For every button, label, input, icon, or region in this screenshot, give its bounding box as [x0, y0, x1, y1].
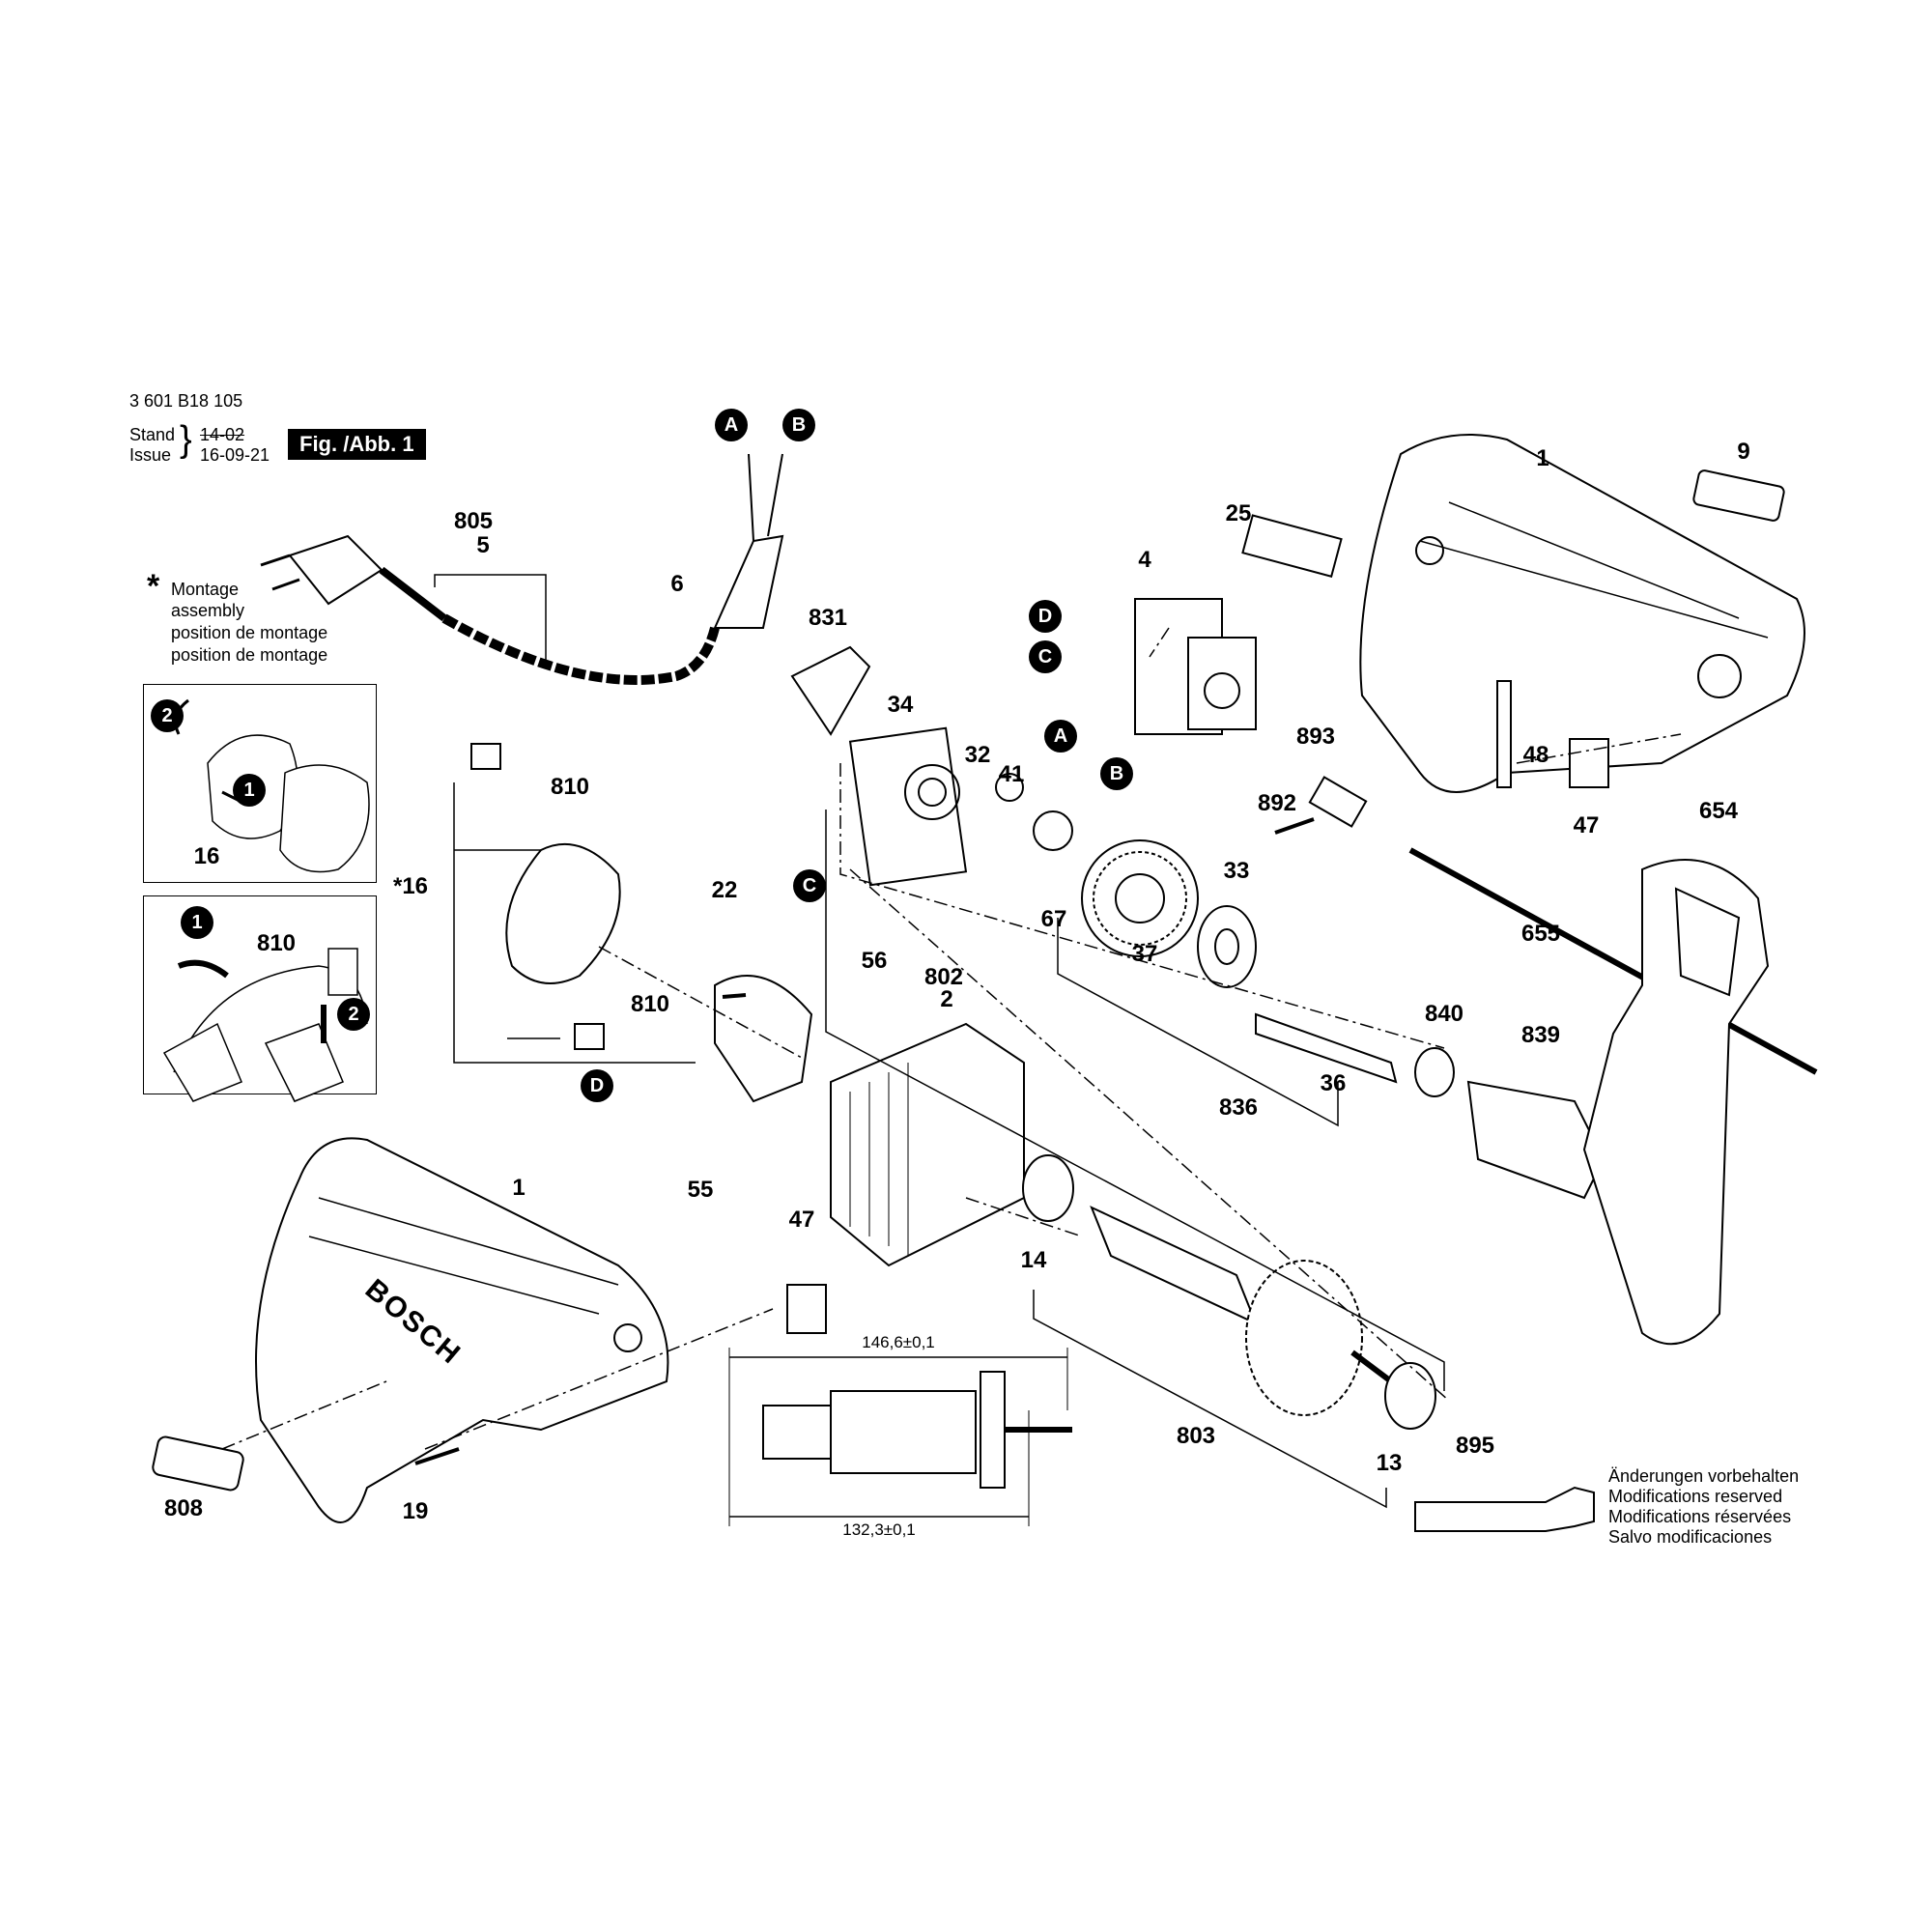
auxiliary-handle	[1408, 847, 1818, 1346]
part-number-label: 810	[630, 991, 670, 1017]
part-number-label: 892	[1257, 790, 1297, 816]
part-number-label: 25	[1225, 500, 1252, 526]
part-number-label: 2	[940, 986, 953, 1012]
part-number-label: 48	[1522, 742, 1549, 768]
note-line: Montage	[171, 580, 240, 599]
document-number: 3 601 B18 105	[129, 391, 243, 411]
note-line: position de montage	[171, 645, 328, 665]
connector-b-badge: B	[782, 409, 815, 441]
note-line: position de montage	[171, 623, 328, 642]
step-badge: 2	[337, 998, 370, 1031]
part-number-label: 36	[1320, 1070, 1347, 1096]
modifications-line: Salvo modificaciones	[1608, 1527, 1773, 1547]
part-number-label: 55	[687, 1177, 714, 1203]
inset-brush-installation	[143, 895, 377, 1094]
brush-holder	[453, 743, 696, 1064]
part-number-label: 14	[1020, 1247, 1047, 1273]
header-brace: }	[180, 419, 192, 460]
part-number-label: 4	[1138, 547, 1151, 573]
part-number-label: 802	[923, 964, 964, 990]
figure-label: Fig. /Abb. 1	[288, 429, 426, 460]
small-parts	[152, 469, 1785, 1492]
issue-value: 16-09-21	[200, 445, 270, 465]
grease-tube	[1414, 1486, 1595, 1532]
part-number-label: 37	[1131, 941, 1158, 967]
part-number-label: 56	[861, 948, 888, 974]
part-number-label: 1	[1536, 445, 1549, 471]
connector-d-badge: D	[1029, 600, 1062, 633]
connector-d-badge: D	[581, 1069, 613, 1102]
part-number-label: 831	[808, 605, 848, 631]
part-number-label: 808	[163, 1495, 204, 1521]
part-number-label: 839	[1520, 1022, 1561, 1048]
issue-label: Issue	[129, 445, 172, 465]
part-number-label: 19	[402, 1498, 429, 1524]
part-number-label: 47	[1573, 812, 1600, 838]
part-number-label: 895	[1455, 1433, 1495, 1459]
part-number-label: 803	[1176, 1423, 1216, 1449]
part-number-label: 805	[453, 508, 494, 534]
bracket-lines	[434, 574, 1445, 1509]
stand-value: 14-02	[200, 425, 245, 444]
part-number-label: 32	[964, 742, 991, 768]
brush-plate	[790, 645, 968, 887]
modifications-line: Modifications réservées	[1608, 1507, 1792, 1526]
part-number-label: 810	[256, 930, 297, 956]
modifications-reserved-note: Änderungen vorbehalten Modifications res…	[1608, 1466, 1799, 1548]
gear-train	[995, 773, 1398, 1084]
part-number-label: 654	[1698, 798, 1739, 824]
part-number-label: 22	[711, 877, 738, 903]
part-number-label: 840	[1424, 1001, 1464, 1027]
guide-lines	[221, 627, 1682, 1450]
step-badge: 1	[181, 906, 213, 939]
step-badge: 2	[151, 699, 184, 732]
connector-c-badge: C	[1029, 640, 1062, 673]
part-number-label: 6	[670, 571, 684, 597]
part-number-label: 836	[1218, 1094, 1259, 1121]
switch-module	[1134, 598, 1257, 735]
part-number-label: 9	[1737, 439, 1750, 465]
part-number-label: 16	[193, 843, 220, 869]
armature-dimension-drawing	[728, 1348, 1072, 1526]
part-number-label: 1	[512, 1175, 526, 1201]
part-number-label: 655	[1520, 921, 1561, 947]
step-badge: 1	[233, 774, 266, 807]
connector-b-badge: B	[1100, 757, 1133, 790]
stator	[714, 975, 1025, 1267]
power-cord	[260, 453, 784, 685]
connector-c-badge: C	[793, 869, 826, 902]
part-number-label: *16	[392, 873, 429, 899]
armature	[1022, 1154, 1436, 1430]
dimension-armature-total: 146,6±0,1	[862, 1333, 935, 1351]
modifications-line: Änderungen vorbehalten	[1608, 1466, 1800, 1486]
modifications-line: Modifications reserved	[1608, 1487, 1783, 1506]
part-number-label: 41	[998, 761, 1025, 787]
part-number-label: 33	[1223, 858, 1250, 884]
connector-a-badge: A	[1044, 720, 1077, 753]
part-number-label: 67	[1040, 906, 1067, 932]
part-number-label: 5	[476, 532, 490, 558]
part-number-label: 810	[550, 774, 590, 800]
assembled-drill	[255, 1137, 669, 1523]
dimension-armature-core: 132,3±0,1	[842, 1520, 916, 1539]
part-number-label: 34	[887, 692, 914, 718]
part-number-label: 13	[1376, 1450, 1403, 1476]
part-number-label: 893	[1295, 724, 1336, 750]
note-symbol: *	[147, 568, 160, 605]
part-number-label: 47	[788, 1207, 815, 1233]
stand-label: Stand	[129, 425, 176, 444]
note-line: assembly	[171, 601, 245, 620]
connector-a-badge: A	[715, 409, 748, 441]
